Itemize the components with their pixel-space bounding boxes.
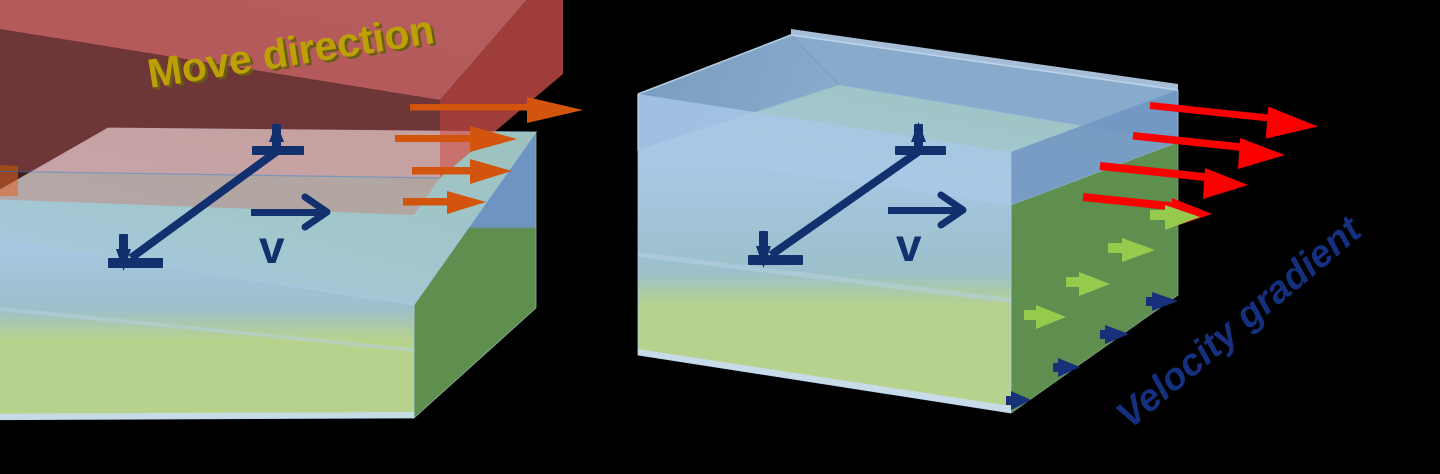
navy-arrow-1 bbox=[1146, 292, 1178, 311]
green-arrow-1 bbox=[1150, 205, 1200, 230]
right-vector-bar bbox=[888, 207, 960, 214]
navy-arrow-2 bbox=[1100, 325, 1129, 344]
right-upper-slab bbox=[637, 29, 1179, 205]
right-thickness-dimension-arrow bbox=[748, 122, 946, 268]
green-velocity-arrows bbox=[1024, 205, 1200, 329]
left-velocity-letter: v bbox=[259, 221, 285, 273]
slab-top-edges bbox=[637, 34, 1179, 95]
navy-velocity-arrows bbox=[1006, 292, 1178, 410]
red-arrow-3 bbox=[1099, 162, 1248, 199]
left-panel: Move direction Move direction bbox=[0, 0, 583, 421]
right-block-layer-seam bbox=[638, 252, 1011, 303]
orange-arrow-3 bbox=[412, 159, 512, 184]
orange-arrow-2 bbox=[395, 126, 517, 152]
left-block-bottom-edge bbox=[0, 412, 414, 420]
slab-bottom-outline bbox=[0, 170, 441, 179]
right-velocity-symbol: v bbox=[888, 191, 967, 271]
orange-arrow-4 bbox=[403, 191, 486, 214]
left-block-layer-seam bbox=[0, 306, 414, 352]
slab-rim-back bbox=[791, 29, 1178, 90]
orange-velocity-arrows bbox=[395, 97, 583, 214]
slab-front-pane bbox=[638, 94, 1011, 205]
green-arrow-2 bbox=[1108, 238, 1155, 262]
navy-arrow-3 bbox=[1053, 358, 1080, 377]
green-arrow-3 bbox=[1066, 272, 1110, 296]
left-velocity-symbol: v bbox=[251, 193, 331, 273]
slab-inner-back-wall bbox=[791, 35, 1178, 142]
right-vector-arrowhead bbox=[937, 191, 967, 229]
red-velocity-arrows bbox=[1082, 102, 1318, 228]
orange-arrow-1 bbox=[410, 97, 583, 123]
slab-right-pane bbox=[1011, 90, 1178, 205]
red-arrow-1 bbox=[1149, 102, 1318, 139]
slab-left-stub bbox=[0, 165, 18, 196]
left-thickness-dimension-arrow bbox=[108, 122, 304, 271]
right-block-bottom-edge bbox=[638, 349, 1011, 413]
slab-front-face bbox=[0, 29, 440, 178]
red-arrow-2 bbox=[1132, 132, 1285, 169]
left-vector-bar bbox=[251, 209, 325, 216]
right-velocity-letter: v bbox=[896, 219, 922, 271]
navy-arrow-4 bbox=[1006, 391, 1031, 410]
slab-top-face bbox=[0, 0, 527, 100]
left-vector-arrowhead bbox=[301, 193, 331, 231]
green-arrow-4 bbox=[1024, 305, 1066, 329]
